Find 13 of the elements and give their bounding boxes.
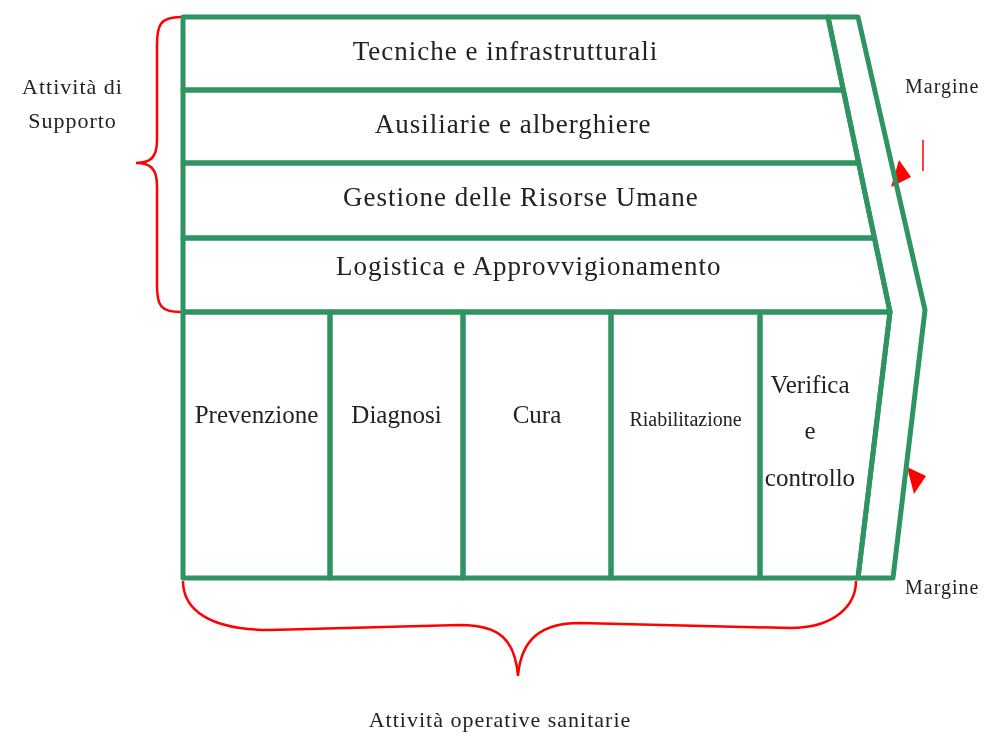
activity-label: Gestione delle Risorse Umane [342,181,700,214]
activity-label: Cura [511,400,563,430]
activity-label: Riabilitazione [628,407,743,431]
activity-label: Prevenzione [193,400,320,430]
activity-label: Diagnosi [350,400,443,430]
activity-label: Ausiliarie e alberghiere [373,108,653,141]
activity-label: Logistica e Approvvigionamento [335,250,723,283]
brace-label: Attività di Supporto [21,73,124,136]
activity-label: Tecniche e infrastrutturali [351,35,660,68]
margin-label: Margine [905,75,980,98]
margin-label: Margine [905,576,980,599]
brace-label: Attività operative sanitarie [367,706,633,734]
activity-label: Verifica e controllo [764,370,856,493]
